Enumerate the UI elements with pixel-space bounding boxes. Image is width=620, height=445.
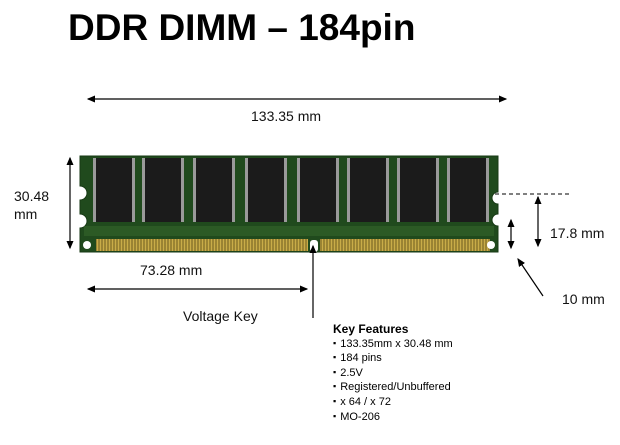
memory-module (79, 155, 499, 253)
height-label: 30.48 mm (14, 187, 49, 223)
feature-item: 2.5V (333, 366, 453, 381)
key-offset-label: 73.28 mm (140, 262, 203, 278)
feature-item: x 64 / x 72 (333, 395, 453, 410)
page-title: DDR DIMM – 184pin (68, 7, 416, 48)
key-features: Key Features 133.35mm x 30.48 mm 184 pin… (333, 322, 453, 424)
feature-item: MO-206 (333, 410, 453, 425)
voltage-key-label: Voltage Key (183, 308, 258, 324)
feature-item: Registered/Unbuffered (333, 380, 453, 395)
bottom-notch-label: 10 mm (562, 291, 605, 307)
feature-item: 133.35mm x 30.48 mm (333, 337, 453, 352)
notch-height-label: 17.8 mm (550, 225, 605, 241)
key-features-heading: Key Features (333, 322, 409, 336)
feature-item: 184 pins (333, 351, 453, 366)
length-label: 133.35 mm (251, 108, 322, 124)
height-value: 30.48 (14, 188, 50, 204)
bottom-notch-pointer (517, 258, 544, 297)
height-unit: mm (14, 206, 38, 222)
